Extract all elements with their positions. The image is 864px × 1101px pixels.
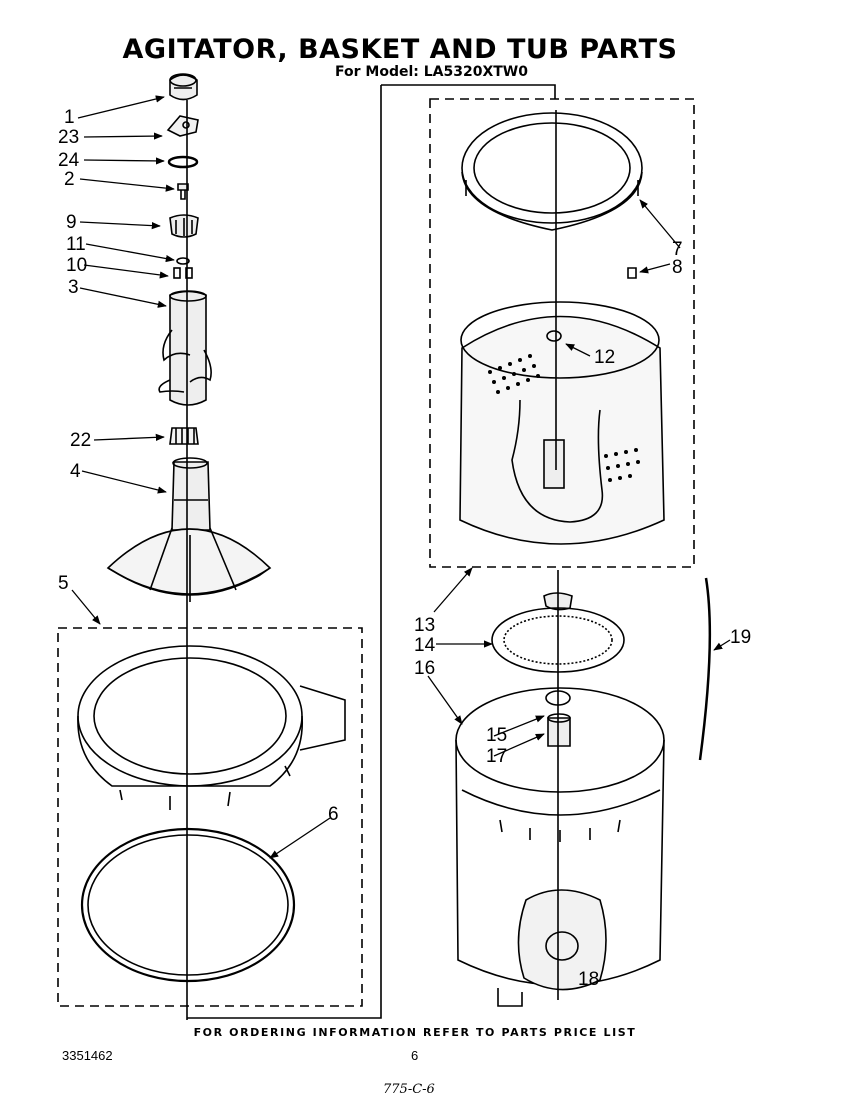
cam-part-22	[169, 427, 199, 445]
basket-perforations	[488, 354, 640, 482]
callout-1: 1	[64, 107, 75, 128]
spring-part-11	[176, 257, 190, 265]
callout-4: 4	[70, 461, 81, 482]
o-ring-part-24	[167, 155, 199, 169]
callout-7: 7	[672, 239, 683, 260]
callout-22: 22	[70, 430, 92, 451]
page-number: 6	[411, 1048, 419, 1063]
tub-part-16	[455, 687, 665, 1007]
callout-13: 13	[414, 615, 436, 636]
agitator-barrel-part-3	[158, 290, 212, 406]
callout-24: 24	[58, 150, 80, 171]
callout-18: 18	[578, 969, 600, 990]
model-line: For Model: LA5320XTW0	[335, 64, 528, 80]
agitator-base-part-4	[106, 457, 272, 602]
screw-part-8	[627, 267, 637, 279]
tub-ring-part-5	[77, 645, 346, 810]
callout-2: 2	[64, 169, 75, 190]
spin-seal-part-17	[547, 713, 571, 747]
tub-ring-group-box	[57, 627, 363, 1007]
ordering-note: FOR ORDERING INFORMATION REFER TO PARTS …	[193, 1026, 637, 1039]
callout-11: 11	[66, 234, 86, 255]
callout-14: 14	[414, 635, 436, 656]
cap-retainer-part-23	[166, 115, 199, 137]
document-number: 3351462	[62, 1048, 113, 1063]
hose-part-19	[698, 577, 712, 761]
callout-19: 19	[730, 627, 752, 648]
bolt-part-2	[177, 183, 189, 200]
handwritten-note: 775-C-6	[383, 1082, 435, 1097]
tub-seal-part-6	[80, 827, 296, 983]
callout-9: 9	[66, 212, 77, 233]
callout-15: 15	[486, 725, 508, 746]
leader-lines	[71, 95, 731, 859]
agitator-cap-part-1	[169, 73, 198, 101]
callout-6: 6	[328, 804, 339, 825]
callout-8: 8	[672, 257, 683, 278]
basket-group-box	[429, 98, 695, 568]
balance-ring-part-7	[461, 112, 643, 231]
callout-5: 5	[58, 573, 69, 594]
dog-cam-part-9	[169, 214, 199, 238]
callout-12: 12	[594, 347, 616, 368]
diagram-title: AGITATOR, BASKET AND TUB PARTS	[122, 34, 678, 65]
callout-16: 16	[414, 658, 436, 679]
dogs-part-10	[173, 267, 193, 279]
callout-10: 10	[66, 255, 88, 276]
callout-17: 17	[486, 746, 508, 767]
basket-part-12	[459, 301, 665, 545]
callout-3: 3	[68, 277, 79, 298]
callout-23: 23	[58, 127, 80, 148]
